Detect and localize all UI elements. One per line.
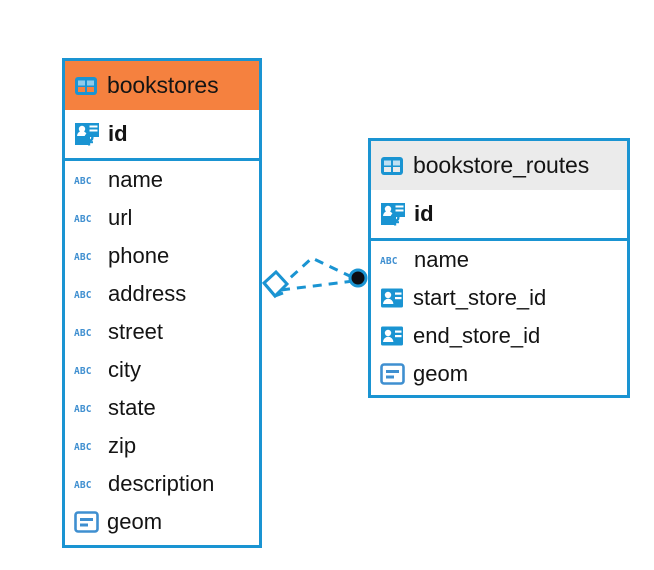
foreign-key-icon: [380, 287, 405, 309]
entity-fields-bookstores: id ABC name ABC url: [65, 110, 259, 541]
svg-text:ABC: ABC: [74, 403, 92, 414]
abc-text-icon: ABC: [74, 477, 100, 492]
field-row-state[interactable]: ABC state: [65, 389, 259, 427]
field-label: id: [108, 121, 128, 146]
field-row-city[interactable]: ABC city: [65, 351, 259, 389]
field-row-id[interactable]: id: [371, 190, 627, 241]
entity-fields-bookstore-routes: id ABC name: [371, 190, 627, 393]
field-row-street[interactable]: ABC street: [65, 313, 259, 351]
field-label: name: [108, 167, 164, 192]
entity-title: bookstore_routes: [413, 152, 590, 178]
field-label: state: [108, 395, 156, 420]
entity-table-bookstore-routes[interactable]: bookstore_routes id: [368, 138, 630, 398]
field-label: city: [108, 357, 141, 382]
field-label: geom: [413, 361, 469, 386]
field-row-zip[interactable]: ABC zip: [65, 427, 259, 465]
abc-text-icon: ABC: [74, 173, 100, 188]
abc-text-icon: ABC: [74, 439, 100, 454]
field-label: name: [414, 247, 470, 272]
entity-header-bookstore-routes[interactable]: bookstore_routes: [371, 141, 627, 190]
field-label: street: [108, 319, 164, 344]
crows-foot-lines: [277, 256, 357, 292]
field-label: start_store_id: [413, 285, 547, 310]
field-row-url[interactable]: ABC url: [65, 199, 259, 237]
field-label: zip: [108, 433, 137, 458]
svg-text:ABC: ABC: [74, 365, 92, 376]
field-row-geom[interactable]: geom: [371, 355, 627, 393]
field-label: description: [108, 471, 215, 496]
field-label: id: [414, 201, 434, 226]
field-row-address[interactable]: ABC address: [65, 275, 259, 313]
field-label: url: [108, 205, 133, 230]
primary-key-icon: [380, 201, 406, 227]
svg-text:ABC: ABC: [74, 251, 92, 262]
svg-text:ABC: ABC: [74, 327, 92, 338]
field-row-phone[interactable]: ABC phone: [65, 237, 259, 275]
primary-key-icon: [74, 121, 100, 147]
svg-text:ABC: ABC: [74, 479, 92, 490]
svg-text:ABC: ABC: [74, 175, 92, 186]
svg-text:ABC: ABC: [74, 441, 92, 452]
abc-text-icon: ABC: [74, 363, 100, 378]
entity-header-bookstores[interactable]: bookstores: [65, 61, 259, 110]
svg-text:ABC: ABC: [74, 289, 92, 300]
relationship-target-marker: [348, 268, 368, 288]
field-row-name[interactable]: ABC name: [371, 241, 627, 279]
abc-text-icon: ABC: [380, 253, 406, 268]
abc-text-icon: ABC: [74, 211, 100, 226]
geometry-icon: [380, 363, 405, 385]
field-row-id[interactable]: id: [65, 110, 259, 161]
entity-table-bookstores[interactable]: bookstores id: [62, 58, 262, 548]
field-row-end-store-id[interactable]: end_store_id: [371, 317, 627, 355]
relationship-source-marker: [261, 269, 290, 299]
field-row-start-store-id[interactable]: start_store_id: [371, 279, 627, 317]
svg-text:ABC: ABC: [380, 255, 398, 266]
field-row-geom[interactable]: geom: [65, 503, 259, 541]
abc-text-icon: ABC: [74, 325, 100, 340]
table-icon: [380, 156, 404, 176]
field-label: phone: [108, 243, 170, 268]
table-icon: [74, 76, 98, 96]
foreign-key-icon: [380, 325, 405, 347]
entity-title: bookstores: [107, 72, 219, 98]
abc-text-icon: ABC: [74, 249, 100, 264]
field-row-name[interactable]: ABC name: [65, 161, 259, 199]
abc-text-icon: ABC: [74, 401, 100, 416]
field-label: geom: [107, 509, 163, 534]
field-label: address: [108, 281, 187, 306]
abc-text-icon: ABC: [74, 287, 100, 302]
field-row-description[interactable]: ABC description: [65, 465, 259, 503]
field-label: end_store_id: [413, 323, 541, 348]
svg-text:ABC: ABC: [74, 213, 92, 224]
geometry-icon: [74, 511, 99, 533]
